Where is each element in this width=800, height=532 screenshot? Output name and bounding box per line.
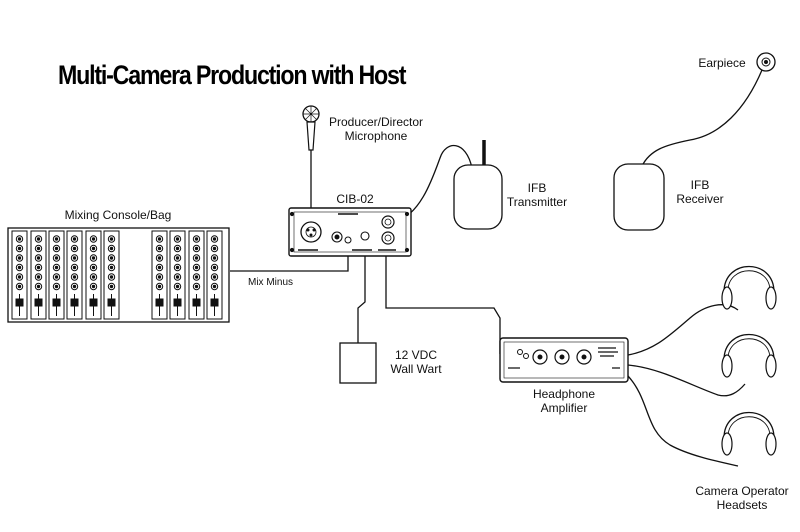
earpiece-label: Earpiece: [698, 56, 746, 70]
mixing-console: [7, 227, 230, 323]
headsets: [721, 266, 777, 456]
headset-cable-1: [627, 304, 739, 356]
headset: [721, 334, 777, 378]
console-channel-strip: [151, 230, 168, 320]
wall-wart-label-line1: 12 VDC: [394, 348, 438, 362]
headsets-label-line2: Headsets: [716, 498, 768, 512]
console-channel-strip: [66, 230, 83, 320]
headset-cable-2: [627, 364, 746, 397]
console-channel-strip: [30, 230, 47, 320]
wall-wart: [339, 342, 377, 384]
mixing-console-label: Mixing Console/Bag: [64, 208, 172, 222]
console-channel-strip: [169, 230, 186, 320]
ifb-transmitter-cable: [394, 144, 473, 223]
headsets-label: Camera Operator Headsets: [686, 484, 798, 512]
headset: [721, 412, 777, 456]
wall-wart-label: 12 VDC Wall Wart: [382, 348, 450, 376]
headset-cable-3: [627, 375, 739, 467]
console-channels: [11, 230, 223, 320]
headphone-amplifier-label-line2: Amplifier: [540, 401, 588, 415]
wall-wart-label-line2: Wall Wart: [390, 362, 442, 376]
earpiece: [756, 52, 776, 72]
microphone-label-line1: Producer/Director: [328, 115, 424, 129]
cables: [230, 69, 763, 467]
ifb-transmitter-label-line2: Transmitter: [506, 195, 568, 209]
ifb-receiver-label: IFB Receiver: [670, 178, 730, 206]
microphone-label: Producer/Director Microphone: [325, 115, 427, 143]
console-channel-strip: [85, 230, 102, 320]
earpiece-cable: [641, 69, 763, 167]
page-title: Multi-Camera Production with Host: [58, 60, 406, 90]
headphone-amplifier: [499, 337, 629, 383]
console-channel-strip: [206, 230, 223, 320]
headset: [721, 266, 777, 310]
ifb-transmitter-label: IFB Transmitter: [500, 181, 574, 209]
ifb-receiver-label-line1: IFB: [690, 178, 710, 192]
cib-02-label: CIB-02: [336, 192, 374, 206]
ifb-transmitter-label-line1: IFB: [527, 181, 547, 195]
mix-minus-label: Mix Minus: [248, 277, 294, 288]
headphone-amplifier-label-line1: Headphone: [532, 387, 596, 401]
cib-02-box: [288, 207, 412, 257]
console-channel-strip: [48, 230, 65, 320]
console-channel-strip: [11, 230, 28, 320]
microphone: [302, 105, 320, 151]
headsets-label-line1: Camera Operator: [695, 484, 789, 498]
microphone-label-line2: Microphone: [344, 129, 408, 143]
headphone-amplifier-label: Headphone Amplifier: [522, 387, 606, 415]
console-channel-strip: [103, 230, 120, 320]
console-channel-strip: [188, 230, 205, 320]
output-cable: [385, 242, 501, 354]
ifb-transmitter: [453, 140, 503, 230]
ifb-receiver-label-line2: Receiver: [676, 192, 724, 206]
power-cable: [357, 240, 366, 345]
ifb-receiver: [613, 163, 665, 231]
